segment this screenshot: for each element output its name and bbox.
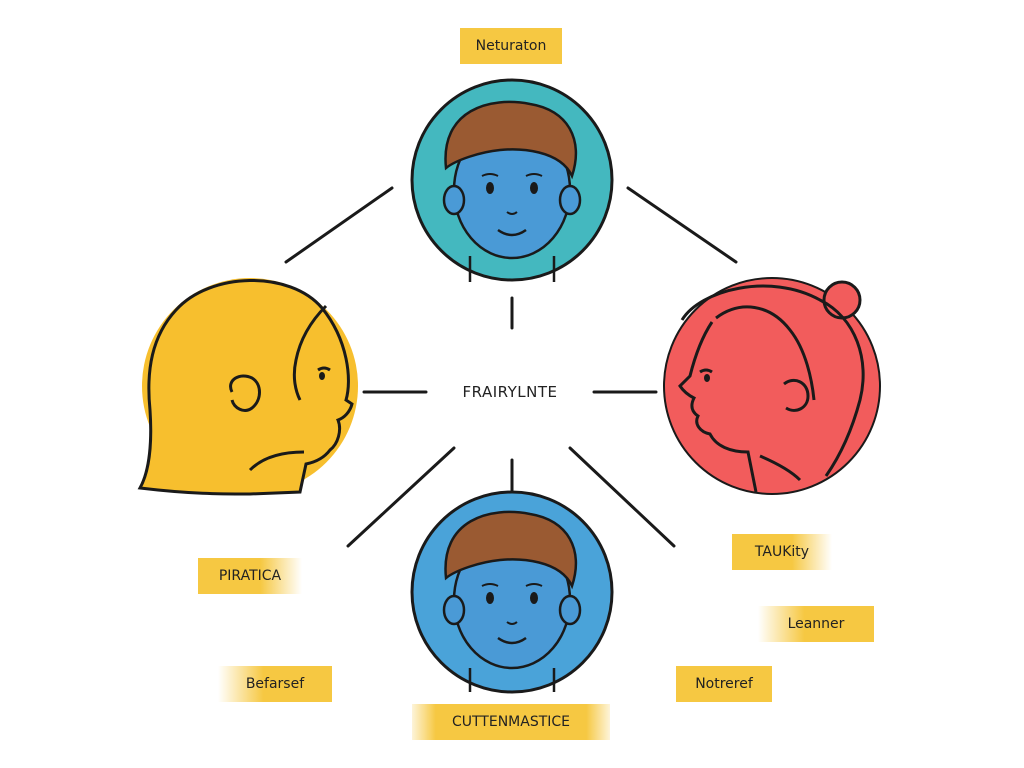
tag-right-lower: Notreref xyxy=(676,666,772,702)
connector-top-right xyxy=(626,186,738,264)
person-right xyxy=(663,277,881,495)
tag-left-lower: Befarsef xyxy=(218,666,332,702)
person-top xyxy=(410,78,614,282)
tag-right-upper: TAUKity xyxy=(732,534,832,570)
connector-top-left xyxy=(284,186,394,264)
tag-left-upper: PIRATICA xyxy=(198,558,302,594)
connector-lower-right xyxy=(568,446,676,548)
center-label: FRAIRYLNTE xyxy=(462,383,558,401)
tag-bottom: CUTTENMASTICE xyxy=(412,704,610,740)
connector-lines xyxy=(284,186,738,548)
tag-right-mid: Leanner xyxy=(758,606,874,642)
person-bottom xyxy=(410,490,614,694)
person-left xyxy=(137,278,358,496)
connector-lower-left xyxy=(346,446,456,548)
tag-top: Neturaton xyxy=(460,28,562,64)
